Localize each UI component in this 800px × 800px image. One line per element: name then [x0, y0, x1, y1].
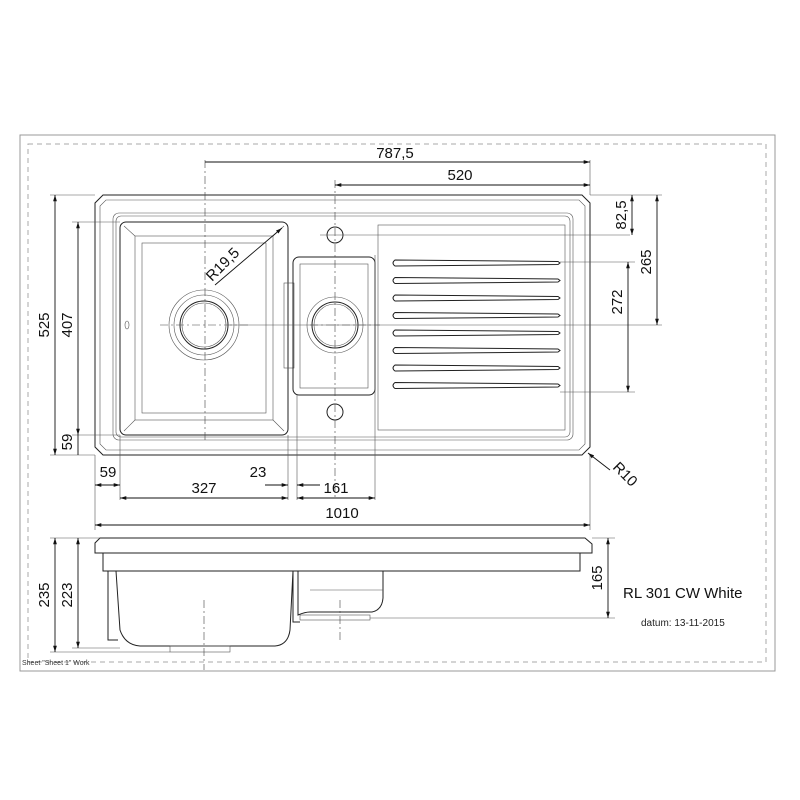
dim-327: 327 [191, 480, 216, 497]
sink-top-view [50, 160, 662, 530]
drainer-rib [392, 311, 561, 320]
dim-165: 165 [589, 565, 606, 590]
dim-787: 787,5 [376, 145, 414, 162]
drawing-date: datum: 13-11-2015 [641, 618, 725, 629]
drainer-rib [392, 381, 561, 390]
dim-59-vertical: 59 [59, 434, 76, 451]
dim-525: 525 [36, 312, 53, 337]
dim-r10: R10 [609, 459, 640, 490]
drainer-rib [392, 364, 561, 372]
model-title: RL 301 CW White [623, 585, 742, 602]
dim-407: 407 [59, 312, 76, 337]
drainer-rib [392, 294, 561, 302]
dimensions-top: 787,5 520 82,5 265 272 525 407 59 59 327… [36, 145, 659, 527]
drainer-rib [392, 346, 561, 355]
sheet-border [19, 134, 776, 672]
dim-235: 235 [36, 582, 53, 607]
drainer-rib [392, 329, 561, 337]
sheet-dashed-border [27, 143, 767, 663]
dim-59-horizontal: 59 [100, 464, 117, 481]
dimensions-side: 235 223 165 [36, 538, 610, 652]
drainer-rib [392, 276, 561, 285]
dim-1010: 1010 [325, 505, 358, 522]
sink-side-view [50, 537, 615, 670]
sheet-label: Sheet "Sheet 1" Work [22, 660, 90, 667]
dim-272: 272 [609, 289, 626, 314]
dim-82: 82,5 [613, 200, 630, 229]
dim-23: 23 [250, 464, 267, 481]
dim-161: 161 [323, 480, 348, 497]
dim-520: 520 [447, 167, 472, 184]
drainer-ribs [392, 259, 561, 390]
dim-265: 265 [638, 249, 655, 274]
drainer-rib [392, 259, 561, 267]
dim-223: 223 [59, 582, 76, 607]
